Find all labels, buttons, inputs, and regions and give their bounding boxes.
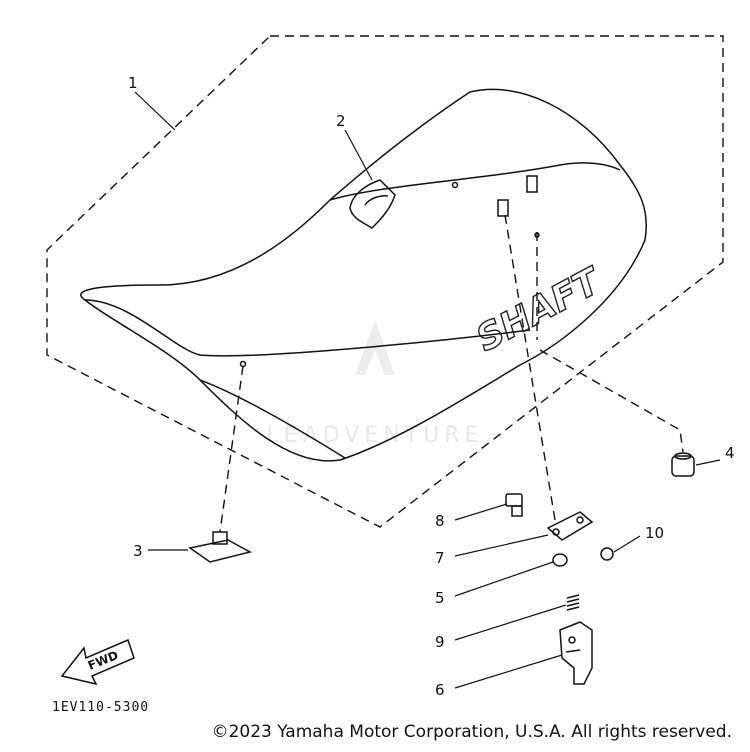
leader-line bbox=[454, 654, 563, 689]
seat: SHAFT bbox=[80, 88, 647, 462]
leader-line bbox=[344, 129, 373, 181]
seat-lock bbox=[559, 621, 593, 685]
seat-decal-text: SHAFT bbox=[470, 260, 609, 360]
leader-line bbox=[454, 561, 554, 597]
lock-plate bbox=[546, 511, 594, 541]
leader-line bbox=[454, 534, 549, 557]
leader-line bbox=[613, 535, 641, 553]
watermark: LEADVENTURE bbox=[267, 320, 484, 448]
callout-3: 3 bbox=[133, 542, 143, 560]
assembly-line bbox=[504, 214, 556, 521]
fwd-arrow-icon: FWD bbox=[60, 638, 135, 686]
reference-code: 1EV110-5300 bbox=[52, 700, 149, 715]
seat-stud bbox=[497, 199, 509, 217]
collar bbox=[552, 553, 568, 567]
damper bbox=[671, 452, 695, 477]
leader-line bbox=[454, 503, 508, 521]
seat-top-edge bbox=[329, 162, 621, 201]
copyright-notice: ©2023 Yamaha Motor Corporation, U.S.A. A… bbox=[211, 722, 732, 742]
spring bbox=[566, 594, 580, 611]
nut bbox=[600, 547, 614, 561]
seat-bracket bbox=[188, 531, 253, 563]
seat-hole bbox=[239, 360, 247, 368]
grab-strap bbox=[349, 179, 396, 229]
seat-outline bbox=[80, 88, 647, 462]
callout-8: 8 bbox=[435, 512, 445, 530]
seat-side-edge bbox=[84, 299, 531, 357]
callout-4: 4 bbox=[725, 444, 735, 462]
callout-9: 9 bbox=[435, 633, 445, 651]
callout-5: 5 bbox=[435, 589, 445, 607]
assembly-line bbox=[539, 349, 684, 453]
callout-10: 10 bbox=[645, 524, 664, 542]
leader-line bbox=[454, 604, 567, 641]
watermark-text: LEADVENTURE bbox=[267, 423, 484, 448]
seat-stud bbox=[526, 175, 538, 193]
seat-base-edge bbox=[199, 379, 346, 459]
callout-1: 1 bbox=[128, 74, 138, 92]
bolt bbox=[505, 493, 523, 517]
watermark-logo-icon bbox=[355, 320, 395, 375]
leader-line bbox=[695, 459, 721, 466]
fwd-label: FWD bbox=[86, 648, 120, 673]
leader-line bbox=[134, 91, 176, 131]
callout-7: 7 bbox=[435, 549, 445, 567]
assembly-line bbox=[219, 365, 244, 533]
assembly-boundary bbox=[46, 35, 724, 528]
seat-hole bbox=[451, 181, 459, 189]
callout-2: 2 bbox=[336, 112, 346, 130]
callout-6: 6 bbox=[435, 681, 445, 699]
